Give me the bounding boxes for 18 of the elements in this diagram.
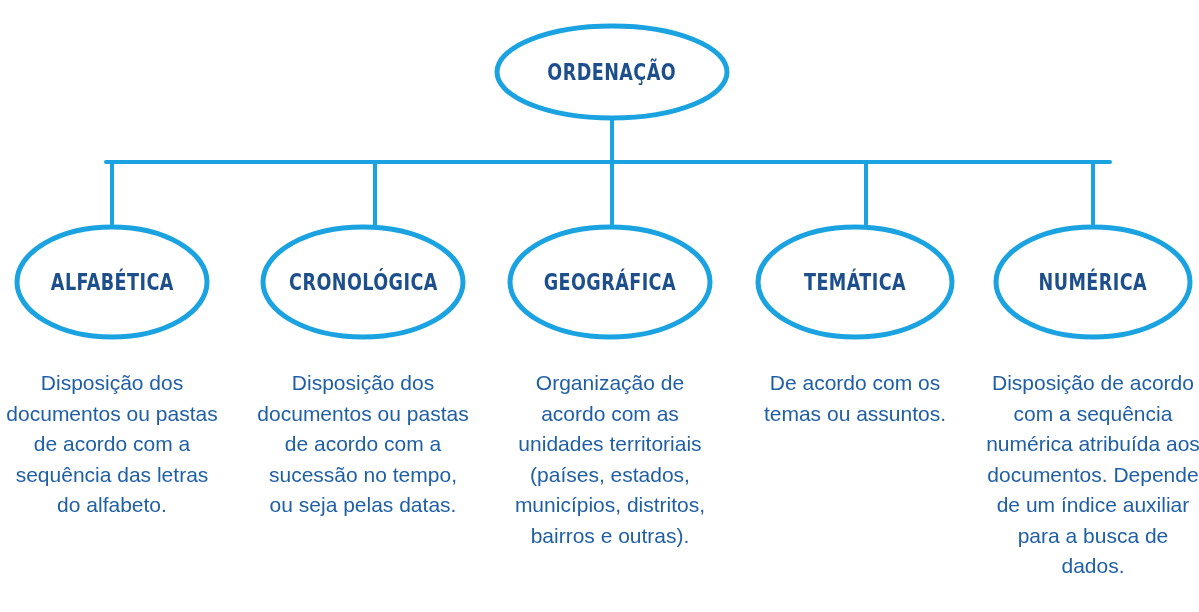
category-title: CRONOLÓGICA	[288, 269, 438, 295]
description-text: Organização de acordo com as unidades territoriais (países, estados, municípios, distritos, bairros e outras).	[513, 370, 707, 549]
description-text: De acordo com os temas ou assuntos.	[762, 370, 948, 427]
category-ellipse	[507, 224, 713, 340]
category-title: ORDENAÇÃO	[547, 59, 677, 85]
description-text: Disposição dos documentos ou pastas de acordo com a sucessão no tempo, ou seja pelas datas.	[256, 370, 470, 518]
category-title: GEOGRÁFICA	[543, 269, 677, 295]
description-text: Disposição de acordo com a sequência numérica atribuída aos documentos. Depende de um índice auxiliar para a busca de dados.	[985, 370, 1199, 579]
category-ellipse	[14, 224, 210, 340]
category-title: TEMÁTICA	[803, 269, 907, 295]
category-ellipse	[755, 224, 955, 340]
category-title: ALFABÉTICA	[50, 269, 174, 295]
category-title: NUMÉRICA	[1038, 269, 1148, 295]
category-ellipse	[260, 224, 466, 340]
category-ellipse	[993, 224, 1193, 340]
connector-line	[610, 119, 1095, 226]
description-text: Disposição dos documentos ou pastas de acordo com a sequência das letras do alfabeto.	[5, 370, 219, 518]
category-ellipse	[494, 23, 730, 121]
